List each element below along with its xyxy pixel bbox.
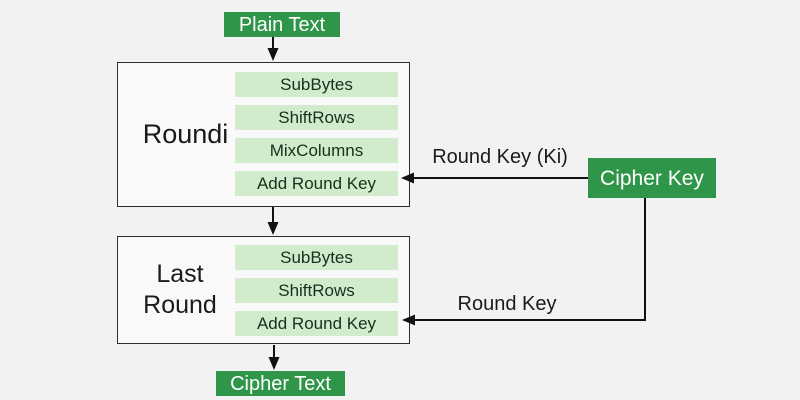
- round-key-edge-label: Round Key: [457, 293, 557, 315]
- step-addroundkey: Add Round Key: [235, 311, 398, 336]
- step-mixcolumns: MixColumns: [235, 138, 398, 163]
- last-round-steps: SubBytes ShiftRows Add Round Key: [235, 245, 398, 344]
- cipher-key-node: Cipher Key: [588, 158, 716, 198]
- round-i-box: Roundi SubBytes ShiftRows MixColumns Add…: [117, 62, 410, 207]
- round-key-ki-edge-label: Round Key (Ki): [432, 146, 568, 168]
- last-round-label: Last Round: [143, 259, 217, 319]
- step-addroundkey: Add Round Key: [235, 171, 398, 196]
- step-subbytes: SubBytes: [235, 245, 398, 270]
- plain-text-node: Plain Text: [224, 12, 340, 37]
- round-i-steps: SubBytes ShiftRows MixColumns Add Round …: [235, 72, 398, 204]
- round-i-label: Roundi: [142, 118, 229, 149]
- step-shiftrows: ShiftRows: [235, 105, 398, 130]
- step-subbytes: SubBytes: [235, 72, 398, 97]
- cipher-text-node: Cipher Text: [216, 371, 345, 396]
- step-shiftrows: ShiftRows: [235, 278, 398, 303]
- last-round-box: Last Round SubBytes ShiftRows Add Round …: [117, 236, 410, 344]
